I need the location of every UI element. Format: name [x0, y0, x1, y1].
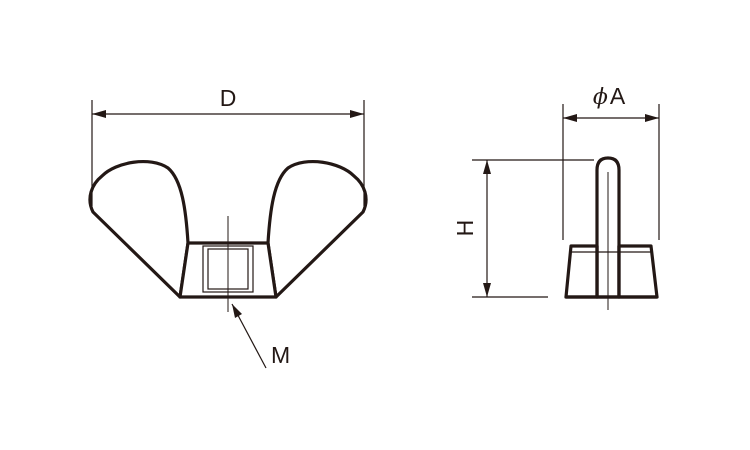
- side-base-flange-right: [617, 244, 659, 299]
- a-arrow-right: [645, 114, 659, 122]
- h-arrow-bottom: [483, 283, 491, 297]
- d-arrow-left: [92, 110, 106, 118]
- m-leader-arrow: [232, 304, 242, 318]
- m-label: M: [271, 342, 290, 368]
- a-label: ϕA: [593, 83, 626, 110]
- side-view: ϕA H: [452, 83, 660, 310]
- a-arrow-left: [563, 114, 577, 122]
- d-label: D: [220, 85, 237, 111]
- left-wing: [88, 160, 190, 299]
- h-arrow-top: [483, 160, 491, 174]
- front-view: D M: [88, 85, 368, 369]
- h-label: H: [452, 220, 478, 237]
- right-wing: [266, 160, 368, 299]
- side-base-flange: [564, 244, 599, 299]
- d-arrow-right: [350, 110, 364, 118]
